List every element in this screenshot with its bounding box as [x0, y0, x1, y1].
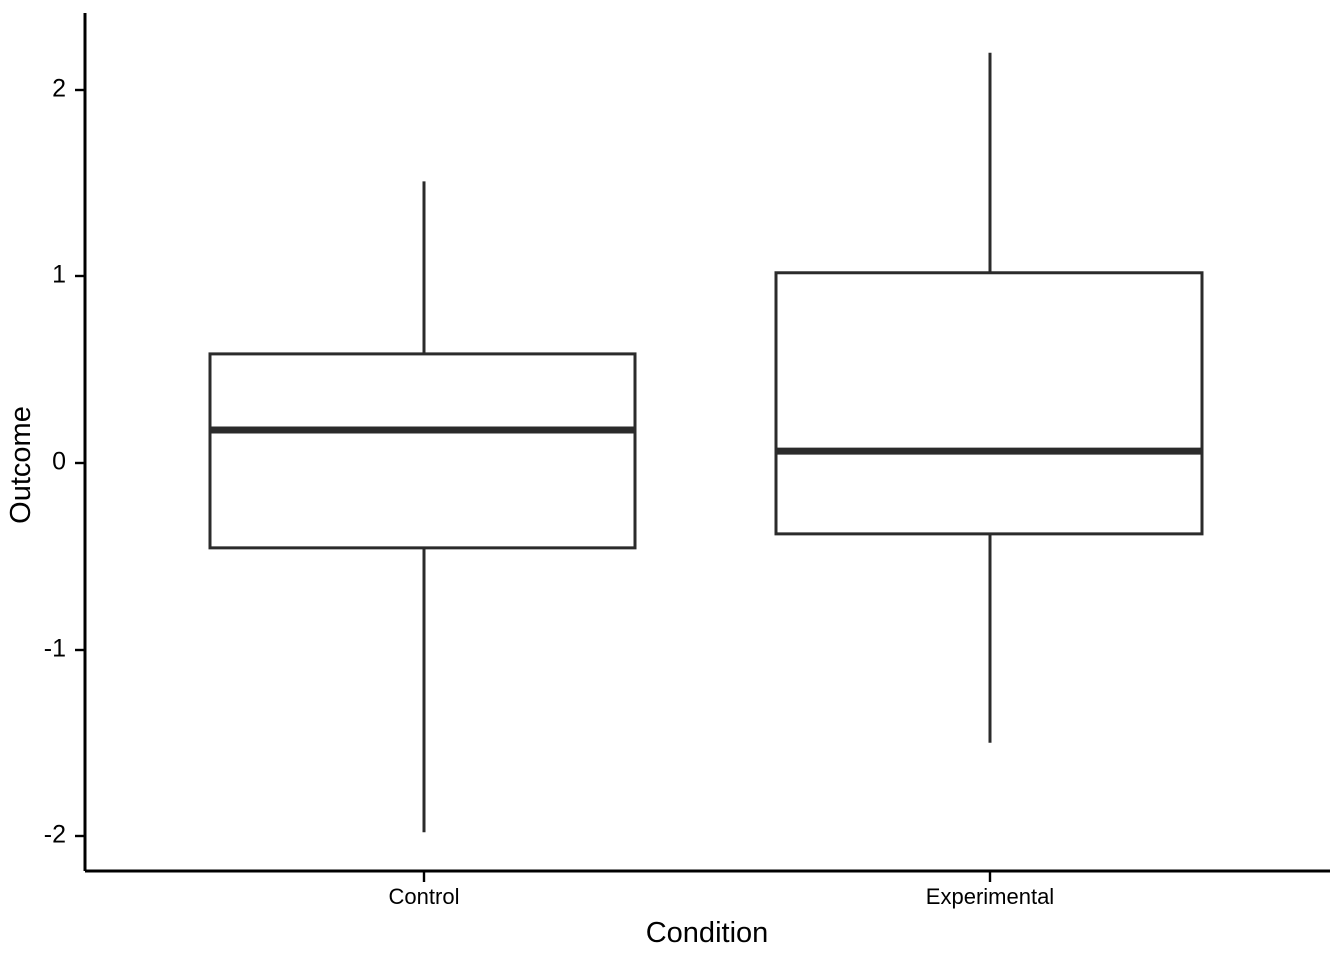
x-tick-label-control: Control: [389, 884, 460, 909]
y-tick-labels: 2 1 0 -1 -2: [44, 75, 66, 849]
y-axis-title: Outcome: [5, 406, 37, 524]
y-tick-marks: [75, 88, 85, 838]
box-experimental[interactable]: [774, 271, 1204, 536]
x-axis-title: Condition: [646, 917, 769, 949]
y-tick-label-0: 0: [52, 448, 66, 476]
boxplot-control[interactable]: [208, 181, 637, 833]
y-tick-label-neg1: -1: [44, 635, 66, 663]
y-tick-label-1: 1: [52, 261, 66, 289]
x-tick-labels: Control Experimental: [389, 884, 1055, 909]
y-tick-label-neg2: -2: [44, 821, 66, 849]
x-tick-label-experimental: Experimental: [926, 884, 1054, 909]
y-tick-label-2: 2: [52, 75, 66, 103]
x-tick-marks: [422, 871, 992, 882]
box-control[interactable]: [208, 352, 637, 550]
boxplot-experimental[interactable]: [774, 52, 1204, 743]
